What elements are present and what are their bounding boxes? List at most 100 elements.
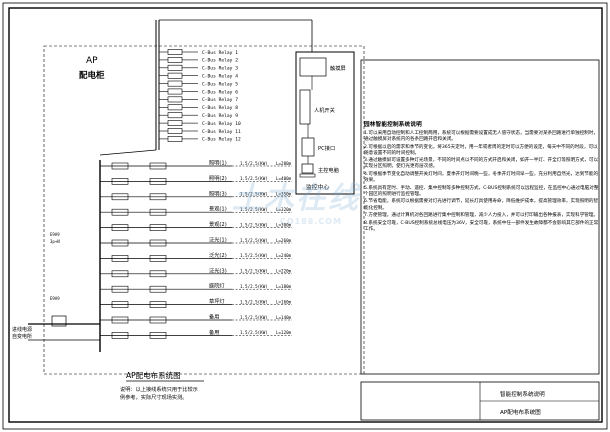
circuit-spec: 1.5/2.5(KW): [240, 222, 268, 227]
note-item: 5.系统具有定时、手动、遥控、集中控制等多种控制方式，C-BUS控制系统可以远程…: [364, 185, 599, 197]
panel-code: AP: [86, 56, 98, 66]
relay-contact: [167, 112, 183, 119]
circuit-label: 草坪灯: [209, 297, 225, 305]
circuit-spec: 1.5/2.5(KW): [240, 207, 268, 212]
relay-contact: [167, 136, 183, 142]
circuit-breaker: [111, 178, 129, 185]
relay-contact: [167, 56, 183, 63]
relay-label: C-Bus Relay 7: [202, 97, 238, 103]
circuit-breaker: [111, 301, 129, 308]
circuit-spec: 1.5/2.5(KW): [240, 269, 268, 274]
device-pc-port: PC接口: [318, 144, 335, 152]
caption-note-1: 说明：以上接线系统只用于比较示: [120, 385, 198, 393]
monitor-cabinet: [295, 51, 355, 195]
circuit-breaker: [111, 332, 129, 339]
circuit-label: 泛光(3): [209, 266, 227, 274]
note-item: 6.节省电能，系统可以根据需要对灯光进行调节，延长灯具使用寿命，降低维护成本，提…: [364, 199, 599, 211]
circuit-length: L=120m: [276, 330, 292, 335]
circuit-spec: 1.5/2.5(KW): [240, 284, 268, 289]
circuit-breaker: [111, 316, 129, 324]
circuit-contactor: [149, 162, 167, 170]
relay-contact: [167, 128, 183, 134]
relay-group: C-Bus Relay 1 C-Bus Relay 2 C-Bus Relay 3 C…: [159, 49, 241, 143]
circuit-spec: 1.5/2.5(KW): [240, 176, 268, 181]
relay-contact: [167, 96, 183, 103]
cabinet-title: 监控中心: [306, 183, 329, 191]
title-block-line2: AP配电布系统图: [500, 408, 541, 416]
circuit-length: L=260m: [276, 238, 292, 243]
incoming-label-2: 自变电所: [12, 333, 32, 340]
circuit-contactor: [149, 301, 167, 308]
relay-label: C-Bus Relay 10: [202, 121, 241, 127]
circuit-label: 庭院灯: [209, 282, 225, 290]
relay-contact: [167, 88, 183, 95]
circuit-label: 照明(3): [209, 190, 227, 197]
watermark-text: 土木在线: [232, 181, 360, 216]
circuit-length: L=350m: [276, 192, 292, 197]
device-main-pc: 主控电脑: [318, 166, 339, 174]
circuit-length: L=180m: [276, 284, 292, 289]
circuit-label: 泛光(1): [209, 236, 227, 244]
circuit-contactor: [149, 332, 167, 339]
relay-label: C-Bus Relay 6: [202, 89, 238, 95]
relay-contact: [167, 64, 183, 71]
incoming-label-1: 进线电源: [12, 326, 32, 333]
circuit-contactor: [149, 193, 167, 201]
circuit-spec: 1.5/2.5(KW): [240, 330, 268, 335]
notes-frame: [360, 59, 600, 375]
circuit-contactor: [149, 178, 167, 185]
inner-frame: [8, 7, 603, 423]
side-breaker-label: E9A9: [50, 232, 60, 237]
circuit-contactor: [149, 239, 167, 247]
circuit-breaker: [111, 162, 129, 170]
side-breaker-label-2: E9A9: [50, 296, 60, 301]
watermark: 土木在线 CO188.COM: [232, 173, 360, 226]
pc-port-box: [301, 137, 315, 157]
circuit-label: 备用: [209, 328, 219, 336]
circuit-length: L=220m: [276, 269, 292, 274]
caption-note-2: 例参考，实际尺寸现场实测。: [120, 393, 187, 401]
title-block-line1: 智能控制系统说明: [500, 390, 545, 398]
device-switch: 人机开关: [314, 106, 335, 114]
circuit-contactor: [149, 255, 167, 262]
relay-label: C-Bus Relay 11: [202, 129, 241, 135]
circuit-label: 照明(1): [209, 160, 227, 167]
notes-list: 1.可以采用自动控制和人工控制两用，系统可以根据需要设置成无人值守状态，当需要对…: [364, 131, 600, 233]
relay-contact: [167, 72, 183, 79]
circuit-contactor: [149, 270, 167, 278]
circuit-label: 备用: [209, 313, 219, 321]
relay-label: C-Bus Relay 9: [202, 113, 238, 119]
watermark-sub: CO188.COM: [280, 217, 343, 226]
relay-label: C-Bus Relay 1: [202, 50, 238, 56]
circuit-length: L=300m: [276, 222, 292, 227]
circuit-contactor: [149, 224, 167, 231]
side-note-label: 3p+N: [50, 239, 60, 244]
circuit-breaker: [111, 239, 129, 247]
circuit-breaker: [111, 224, 129, 231]
relay-label: C-Bus Relay 8: [202, 105, 238, 111]
circuit-length: L=400m: [276, 176, 292, 181]
computer-keyboard: [299, 173, 316, 178]
relay-label: C-Bus Relay 2: [202, 58, 238, 64]
note-item: 3.通过触摸屏可设置多种灯光场景，不同的时间点以不同的方式开启和关闭，如开一半灯…: [364, 158, 599, 170]
note-item: 1.可以采用自动控制和人工控制两用，系统可以根据需要设置成无人值守状态，当需要对…: [364, 131, 599, 143]
bus-connector: [99, 149, 157, 156]
circuit-contactor: [149, 316, 167, 324]
diagram-caption: AP配电布系统图: [126, 370, 181, 380]
circuit-breaker: [111, 270, 129, 278]
relay-contact: [167, 80, 183, 87]
circuit-label: 泛光(2): [209, 251, 227, 259]
note-item: 2.可根据以后的需求和季节的变化，将365天定时，用一年或者周的定时可以方便的设…: [364, 144, 598, 156]
touchscreen-box: [299, 57, 327, 77]
circuit-contactor: [149, 285, 167, 293]
circuit-spec: 1.5/2.5(KW): [240, 253, 268, 258]
note-item: 7.方便管理，通过计算机对各回路进行集中控制和管理，减少人力投入，并可以打印输出…: [364, 213, 599, 219]
note-item: 4.可根据季节变化自动调整开关灯时间，夏季开灯时间晚一些，冬季开灯时间早一些，充…: [364, 172, 599, 184]
circuit-length: L=240m: [276, 253, 292, 258]
relay-label: C-Bus Relay 12: [202, 137, 241, 143]
relay-contact: [167, 49, 183, 55]
circuit-spec: 1.5/2.5(KW): [240, 238, 268, 243]
notes-section: 园林智能控制系统说明 1.可以采用自动控制和人工控制两用，系统可以根据需要设置成…: [364, 120, 600, 234]
relay-label: C-Bus Relay 3: [202, 66, 238, 72]
